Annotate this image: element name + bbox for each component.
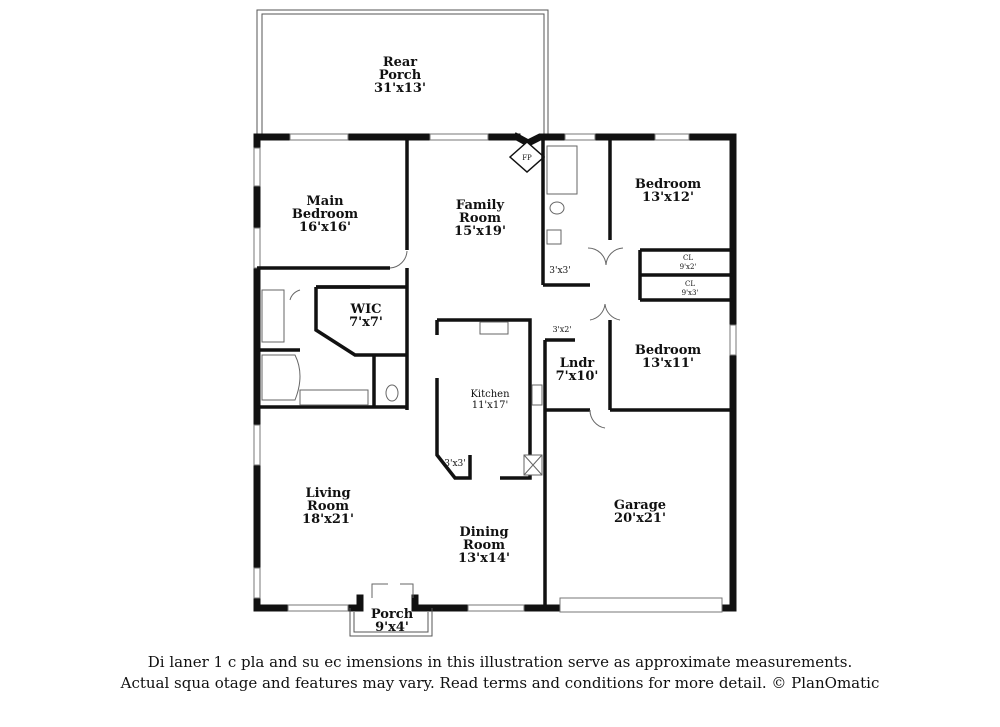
bedroom-1-name: Bedroom xyxy=(635,177,702,192)
main-bedroom-dims: 16'x16' xyxy=(299,220,351,235)
rear-porch-outline xyxy=(256,9,549,137)
dining-room-name-2: Room xyxy=(463,538,505,553)
doors xyxy=(289,247,624,598)
bedroom-2-dims: 13'x11' xyxy=(642,356,694,371)
closet-1-dims: 9'x2' xyxy=(680,263,697,271)
closet-1-name: CL xyxy=(683,254,693,262)
closet-3-dims: 3'x3' xyxy=(549,266,570,276)
disclaimer-line-1: Di laner 1 c pla and su ec imensions in … xyxy=(147,653,853,671)
wic-name: WIC xyxy=(349,302,381,317)
fixtures xyxy=(261,145,578,476)
kitchen-dims: 11'x17' xyxy=(472,400,509,411)
closet-2-name: CL xyxy=(685,280,695,288)
wic-dims: 7'x7' xyxy=(349,315,383,330)
closet-4-dims: 3'x2' xyxy=(552,325,571,334)
rear-porch-dims: 31'x13' xyxy=(374,81,426,96)
room-labels: Rear Porch 31'x13' Main Bedroom 16'x16' … xyxy=(292,55,702,635)
living-room-name-2: Room xyxy=(307,499,349,514)
main-bedroom-name-2: Bedroom xyxy=(292,207,359,222)
closet-2-dims: 9'x3' xyxy=(682,289,699,297)
living-room-name-1: Living xyxy=(305,486,350,501)
front-porch-outline xyxy=(349,608,433,637)
disclaimer: Di laner 1 c pla and su ec imensions in … xyxy=(0,652,1000,694)
living-room-dims: 18'x21' xyxy=(302,512,354,527)
family-room-dims: 15'x19' xyxy=(454,224,506,239)
disclaimer-line-2: Actual squa otage and features may vary.… xyxy=(120,674,880,692)
dining-room-dims: 13'x14' xyxy=(458,551,510,566)
garage-door xyxy=(559,597,723,613)
windows xyxy=(253,133,737,612)
garage-dims: 20'x21' xyxy=(614,511,666,526)
family-room-name-2: Room xyxy=(459,211,501,226)
fireplace-label: FP xyxy=(522,154,532,162)
laundry-dims: 7'x10' xyxy=(556,369,599,384)
rear-porch-name-2: Porch xyxy=(379,68,422,83)
pantry-dims: 3'x3' xyxy=(444,459,465,469)
interior-walls xyxy=(257,137,733,608)
bedroom-1-dims: 13'x12' xyxy=(642,190,694,205)
porch-name: Porch xyxy=(371,607,414,622)
garage-name: Garage xyxy=(614,498,666,513)
porch-dims: 9'x4' xyxy=(375,620,409,635)
main-bedroom-name-1: Main xyxy=(306,194,344,209)
family-room-name-1: Family xyxy=(456,198,505,213)
kitchen-name: Kitchen xyxy=(470,389,510,400)
rear-porch-name-1: Rear xyxy=(383,55,417,70)
dining-room-name-1: Dining xyxy=(459,525,508,540)
bedroom-2-name: Bedroom xyxy=(635,343,702,358)
laundry-name: Lndr xyxy=(560,356,595,371)
